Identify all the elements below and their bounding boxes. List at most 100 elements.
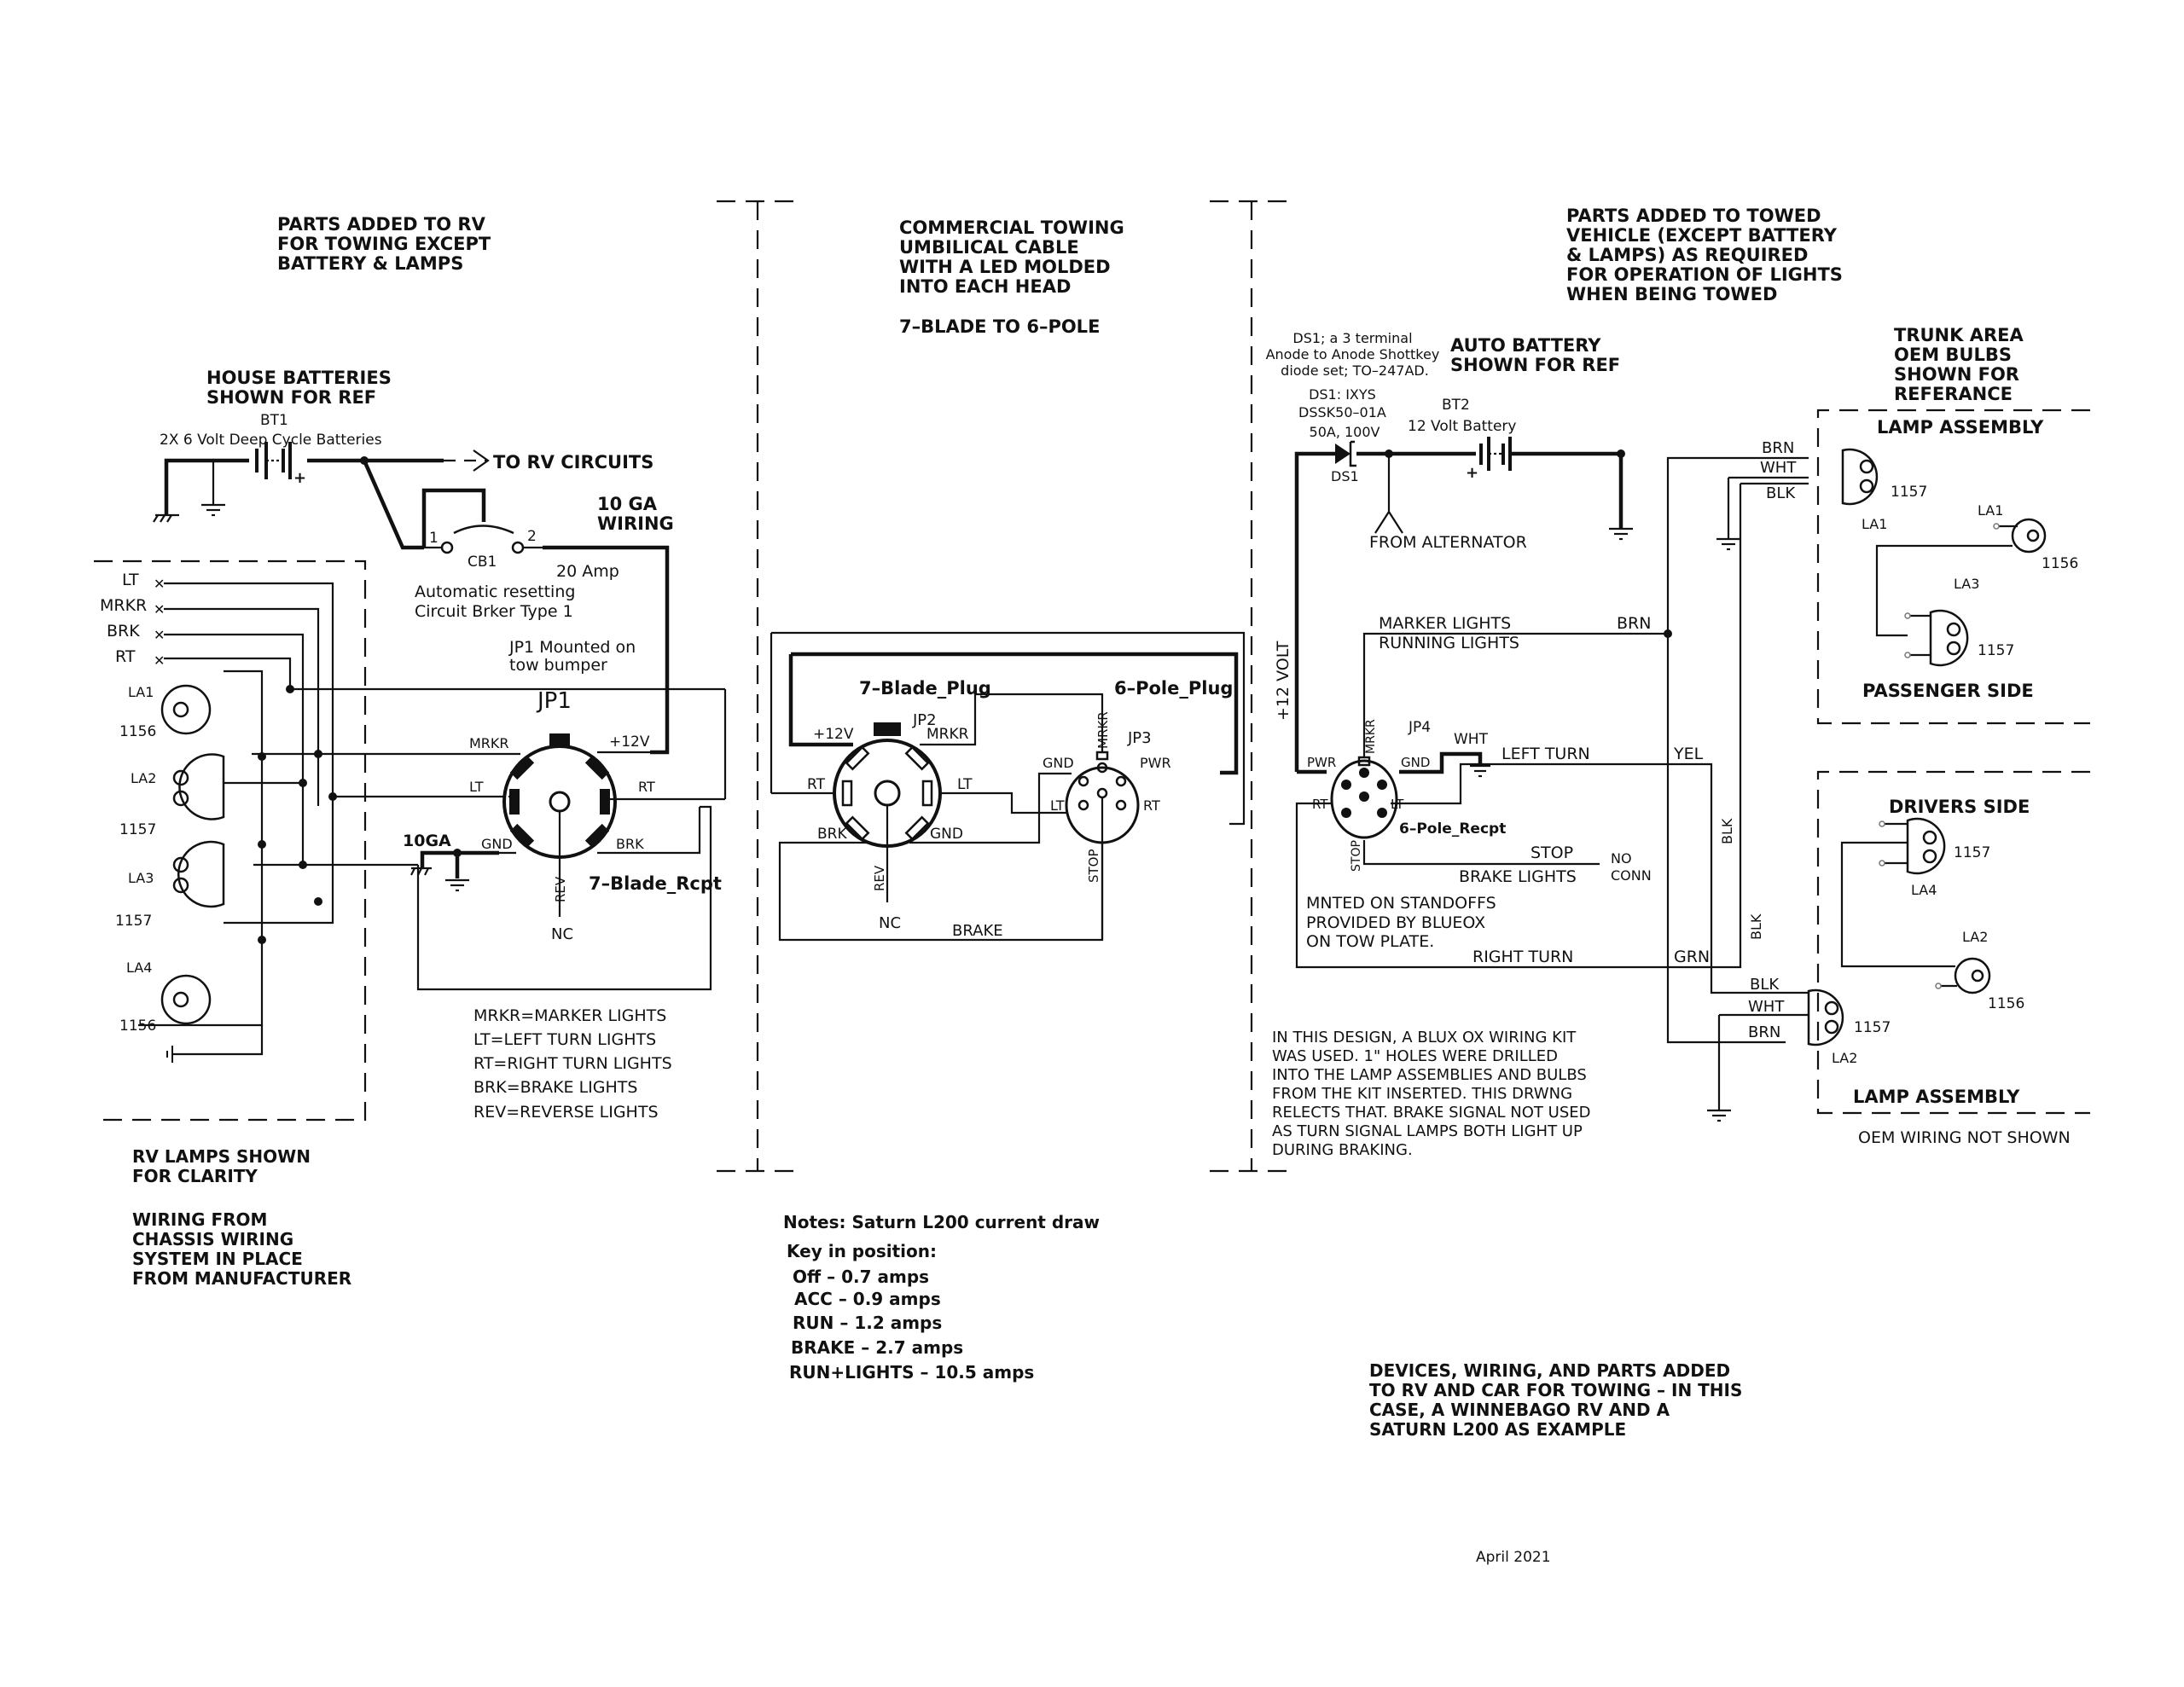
trunk-lamp-la3-1157: 1157: [1904, 609, 2014, 667]
ds1-part: DS1: IXYS DSSK50–01A 50A, 100V: [1298, 386, 1391, 440]
trunk-wire-wht: WHT: [1760, 459, 1797, 477]
jp1-pin-rev: REV: [553, 876, 568, 902]
no-conn-label: NO CONN: [1611, 850, 1652, 884]
jp3-pin-gnd: GND: [1043, 755, 1074, 771]
notes-row: RUN+LIGHTS – 10.5 amps: [789, 1362, 1034, 1383]
rv-ground-icon: [166, 1025, 264, 1063]
jp2-pin-nc: NC: [879, 914, 901, 932]
rv-section: HOUSE BATTERIES SHOWN FOR REF BT1 2X 6 V…: [94, 368, 727, 1289]
jp4-6-pole-receptacle: [1330, 756, 1398, 839]
abbreviation-legend: MRKR=MARKER LIGHTS LT=LEFT TURN LIGHTS R…: [473, 1006, 677, 1122]
svg-text:LA1: LA1: [1978, 502, 2003, 519]
passenger-side-label: PASSENGER SIDE: [1862, 681, 2034, 701]
jp3-pin-mrkr: MRKR: [1095, 711, 1111, 749]
drawing-date: April 2021: [1476, 1549, 1551, 1566]
notes-subtitle: Key in position:: [787, 1241, 937, 1261]
jp1-name: 7–Blade_Rcpt: [589, 873, 722, 894]
cable-header: COMMERCIAL TOWING UMBILICAL CABLE WITH A…: [899, 217, 1130, 297]
cable-section: 7–Blade_Plug 6–Pole_Plug JP2 JP3 +12V MR…: [770, 631, 1246, 942]
rv-lamps-note: RV LAMPS SHOWN FOR CLARITY: [132, 1146, 317, 1186]
svg-text:1157: 1157: [115, 913, 152, 930]
svg-text:LA1: LA1: [1862, 516, 1887, 532]
cb1-pin1: 1: [429, 530, 439, 547]
jp1-pin-rt: RT: [638, 779, 655, 795]
jp1-note: JP1 Mounted on tow bumper: [508, 638, 641, 675]
arrow-icon: [473, 449, 490, 472]
drivers-side-label: DRIVERS SIDE: [1889, 797, 2030, 817]
svg-text:LA2: LA2: [131, 770, 156, 786]
chassis-ground-icon: [153, 513, 179, 523]
bt2-plus: +: [1466, 464, 1478, 482]
trunk-wire-brn-2: BRN: [1748, 1023, 1780, 1041]
svg-text:Off – 0.7 amps: Off – 0.7 amps: [793, 1267, 929, 1287]
bt1-desc: 2X 6 Volt Deep Cycle Batteries: [160, 432, 382, 449]
lamp-assembly-top: LAMP ASSEMBLY: [1877, 417, 2044, 438]
no-connect-icon: ✕: [154, 601, 165, 617]
svg-text:BRK: BRK: [107, 622, 140, 641]
jp2-pin-rev: REV: [872, 865, 887, 891]
svg-text:1157: 1157: [1854, 1019, 1891, 1036]
trunk-wire-blk-2: BLK: [1750, 976, 1780, 994]
cb1-desc: Automatic resetting Circuit Brker Type 1: [415, 583, 580, 621]
jp3-pin-lt: LT: [1050, 797, 1065, 814]
standoffs-note: MNTED ON STANDOFFS PROVIDED BY BLUEOX ON…: [1306, 894, 1502, 951]
trunk-la3-ref: LA3: [1954, 576, 1979, 592]
rv-lamp-la1: LA1 1156: [119, 684, 212, 740]
jp4-pin-pwr: PWR: [1307, 755, 1336, 770]
notes-row: BRAKE – 2.7 amps: [791, 1337, 963, 1358]
jp1-ref: JP1: [536, 688, 572, 714]
jp3-pin-rt: RT: [1143, 797, 1160, 814]
rv-lamp-la2: LA2 1157: [119, 753, 225, 838]
brake-lights-label: BRAKE LIGHTS: [1459, 867, 1577, 886]
ground-icon: [1707, 1109, 1731, 1122]
svg-text:1157: 1157: [1978, 642, 2014, 659]
svg-text:1156: 1156: [2042, 555, 2078, 572]
rv-lamp-la4: LA4 1156: [119, 959, 212, 1035]
svg-text:MRKR: MRKR: [100, 596, 147, 615]
trunk-lamp-la2-1157: 1157 LA2: [1807, 988, 1891, 1066]
jp4-ref: JP4: [1408, 719, 1431, 736]
wire-yel-label: YEL: [1673, 745, 1704, 763]
wire-brn-label: BRN: [1617, 614, 1651, 633]
jp1-pin-mrkr: MRKR: [469, 735, 509, 751]
cb1-rating: 20 Amp: [556, 562, 619, 581]
ds1-ref: DS1: [1331, 468, 1359, 484]
jp2-pin-12v: +12V: [813, 726, 854, 743]
jp2-pin-mrkr: MRKR: [926, 726, 969, 743]
jp2-pin-gnd: GND: [930, 826, 963, 843]
jp1-pin-brk: BRK: [616, 836, 644, 852]
svg-text:LA2: LA2: [1962, 929, 1988, 945]
trunk-wire-brn: BRN: [1762, 439, 1794, 457]
svg-text:LA3: LA3: [128, 870, 154, 886]
jp2-pin-brk: BRK: [817, 826, 847, 843]
jp2-pin-rt: RT: [807, 776, 826, 793]
towed-section: DS1; a 3 terminal Anode to Anode Shottke…: [1266, 330, 1809, 1159]
jp1-pin-gnd: GND: [481, 836, 513, 852]
wire-grn-label: GRN: [1674, 948, 1710, 966]
jp1-7-blade-receptacle: [502, 733, 617, 859]
from-alternator: FROM ALTERNATOR: [1369, 533, 1527, 552]
trunk-section: LAMP ASSEMBLY PASSENGER SIDE DRIVERS SID…: [1807, 409, 2090, 1147]
svg-text:1156: 1156: [119, 1017, 156, 1035]
wiring-from-note: WIRING FROM CHASSIS WIRING SYSTEM IN PLA…: [132, 1209, 351, 1289]
current-draw-notes: Notes: Saturn L200 current draw Key in p…: [783, 1212, 1100, 1383]
bt2-desc: 12 Volt Battery: [1408, 418, 1516, 435]
right-turn-label: RIGHT TURN: [1472, 948, 1573, 966]
ground-icon: [1609, 527, 1633, 541]
bt1-plus: +: [293, 469, 306, 487]
svg-text:1157: 1157: [119, 821, 156, 838]
cb1-pin2: 2: [527, 528, 537, 545]
from-alternator-icon: [1374, 454, 1403, 534]
battery-bt1-icon: [255, 442, 292, 479]
svg-text:1157: 1157: [1954, 844, 1990, 861]
jp4-name: 6–Pole_Recpt: [1399, 820, 1506, 838]
notes-row: RUN – 1.2 amps: [793, 1313, 942, 1333]
svg-text:RT: RT: [115, 647, 136, 666]
wire-blk-label-1: BLK: [1719, 818, 1735, 844]
trunk-lamp-la2-1156: LA2 1156: [1840, 841, 2024, 1012]
cb1-ref: CB1: [468, 554, 497, 571]
trunk-lamp-la4-1157: 1157 LA4: [1879, 817, 1990, 898]
bt2-ref: BT2: [1442, 397, 1470, 414]
diode-ds1-icon: [1335, 440, 1356, 467]
jp4-wht-label: WHT: [1454, 731, 1489, 748]
